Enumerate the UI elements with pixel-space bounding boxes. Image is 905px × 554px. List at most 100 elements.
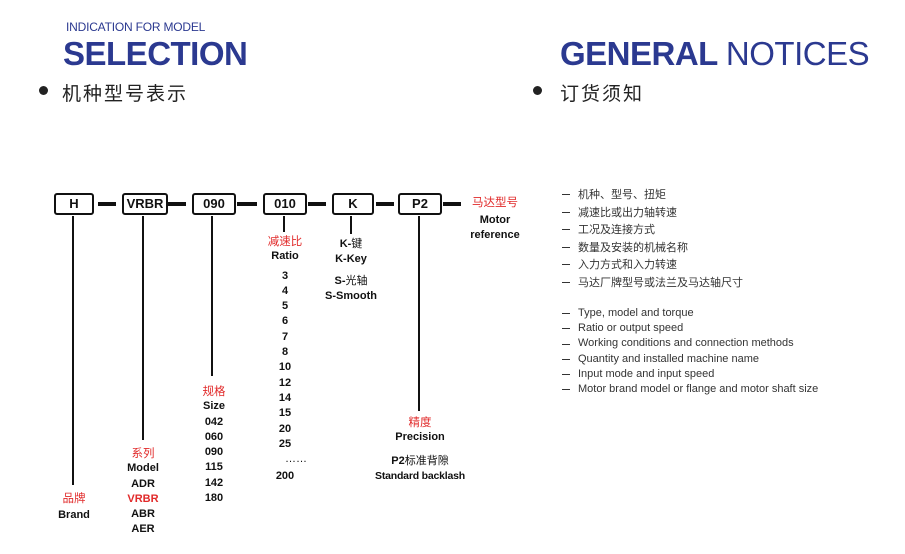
ratio-item: 14 — [278, 391, 292, 404]
size-item: 060 — [204, 430, 224, 443]
bullet-icon — [39, 86, 48, 95]
list-item: Working conditions and connection method… — [562, 336, 892, 351]
code-box-series: VRBR — [122, 193, 168, 215]
dash-icon — [562, 313, 570, 315]
shaft-label: K-键 K-Key S-光轴 S-Smooth — [318, 236, 384, 304]
precision-p2-prefix: P2 — [391, 455, 405, 467]
ratio-item: 5 — [281, 300, 289, 313]
brand-label-cn: 品牌 — [62, 491, 86, 505]
dash-icon — [562, 389, 570, 391]
code-box-precision: P2 — [398, 193, 442, 215]
motor-label-cn: 马达型号 — [472, 195, 518, 209]
ratio-item: 8 — [281, 346, 289, 359]
size-label-en: Size — [202, 400, 225, 413]
ratio-item: 10 — [278, 361, 292, 374]
series-label-cn: 系列 — [131, 446, 155, 460]
list-item: 数量及安装的机械名称 — [562, 239, 882, 257]
shaft-key-en: K-Key — [335, 253, 367, 265]
indication-caption: INDICATION FOR MODEL — [66, 20, 206, 34]
size-label: 规格 Size 042 060 090 115 142 180 — [184, 384, 244, 506]
dash-icon — [562, 229, 570, 231]
ratio-item: 12 — [278, 376, 292, 389]
code-dash — [168, 202, 186, 206]
dash-icon — [562, 328, 570, 330]
list-item: 工况及连接方式 — [562, 221, 882, 239]
code-box-size: 090 — [192, 193, 236, 215]
list-item: Input mode and input speed — [562, 367, 892, 382]
precision-label-cn: 精度 — [408, 415, 432, 429]
dash-icon — [562, 281, 570, 283]
precision-p2-cn: P2标准背隙 — [366, 453, 474, 469]
precision-connector — [418, 216, 420, 411]
precision-label: 精度 Precision — [378, 415, 462, 445]
size-connector — [211, 216, 213, 376]
precision-p2-cn-text: 标准背隙 — [404, 454, 449, 467]
code-box-shaft: K — [332, 193, 374, 215]
ratio-ellipsis: …… — [285, 453, 307, 466]
general-notices-title: GENERAL NOTICES — [560, 35, 870, 72]
ratio-item: 200 — [275, 470, 295, 483]
series-item-highlight: VRBR — [127, 492, 159, 505]
selection-title: SELECTION — [63, 35, 248, 72]
model-subtitle-cn: 机种型号表示 — [62, 83, 189, 105]
size-item: 180 — [204, 492, 224, 505]
list-item: 减速比或出力轴转速 — [562, 204, 882, 222]
shaft-smooth-en: S-Smooth — [325, 290, 377, 302]
code-dash — [237, 202, 257, 206]
list-item: Type, model and torque — [562, 306, 892, 321]
ratio-label-en: Ratio — [271, 250, 299, 263]
list-item: 机种、型号、扭矩 — [562, 186, 882, 204]
dash-icon — [562, 373, 570, 375]
ratio-item: 7 — [281, 330, 289, 343]
ratio-label: 减速比 Ratio 3 4 5 6 7 8 10 12 14 15 20 25 … — [255, 234, 315, 485]
shaft-smooth-prefix: S- — [334, 275, 346, 287]
dash-icon — [562, 194, 570, 196]
brand-label-en: Brand — [58, 509, 90, 521]
ratio-item: 20 — [278, 422, 292, 435]
bullet-icon — [533, 86, 542, 95]
notices-cn-list: 机种、型号、扭矩 减速比或出力轴转速 工况及连接方式 数量及安装的机械名称 入力… — [562, 186, 882, 291]
brand-label: 品牌 Brand — [44, 491, 104, 523]
general-word: GENERAL — [560, 35, 718, 72]
dash-icon — [562, 246, 570, 248]
shaft-key-prefix: K- — [339, 238, 352, 250]
dash-icon — [562, 343, 570, 345]
series-label-en: Model — [127, 462, 159, 475]
size-item: 115 — [205, 461, 223, 474]
notices-en-list: Type, model and torque Ratio or output s… — [562, 306, 892, 397]
size-item: 090 — [204, 446, 224, 459]
code-dash — [308, 202, 326, 206]
list-item: 马达厂牌型号或法兰及马达轴尺寸 — [562, 274, 882, 292]
precision-label-en: Precision — [395, 431, 445, 443]
series-connector — [142, 216, 144, 440]
ratio-connector — [283, 216, 285, 232]
motor-label: 马达型号 Motor reference — [462, 195, 528, 243]
precision-p2-label: P2标准背隙 Standard backlash — [366, 453, 474, 484]
ratio-item: 3 — [281, 269, 289, 282]
dash-icon — [562, 264, 570, 266]
precision-p2-en: Standard backlash — [375, 470, 465, 482]
list-item: Motor brand model or flange and motor sh… — [562, 382, 892, 397]
code-box-brand: H — [54, 193, 94, 215]
shaft-key-cn: K-键 — [318, 236, 384, 252]
size-label-cn: 规格 — [202, 384, 226, 398]
shaft-key-cn-text: 键 — [351, 237, 363, 250]
ratio-item: 6 — [281, 315, 289, 328]
notices-subtitle-cn: 订货须知 — [560, 83, 645, 105]
shaft-smooth-cn-text: 光轴 — [345, 274, 368, 287]
code-dash — [443, 202, 461, 206]
list-item: Quantity and installed machine name — [562, 352, 892, 367]
series-item: ABR — [131, 508, 155, 521]
series-item: ADR — [131, 477, 155, 490]
code-box-ratio: 010 — [263, 193, 307, 215]
motor-label-en1: Motor — [479, 214, 511, 226]
code-dash — [376, 202, 394, 206]
ratio-label-cn: 减速比 — [267, 234, 303, 248]
notices-word: NOTICES — [725, 35, 870, 72]
shaft-smooth-cn: S-光轴 — [318, 273, 384, 289]
motor-label-en2: reference — [470, 229, 520, 241]
code-dash — [98, 202, 116, 206]
list-item: 入力方式和入力转速 — [562, 256, 882, 274]
ratio-item: 4 — [281, 284, 289, 297]
size-item: 042 — [204, 415, 224, 428]
